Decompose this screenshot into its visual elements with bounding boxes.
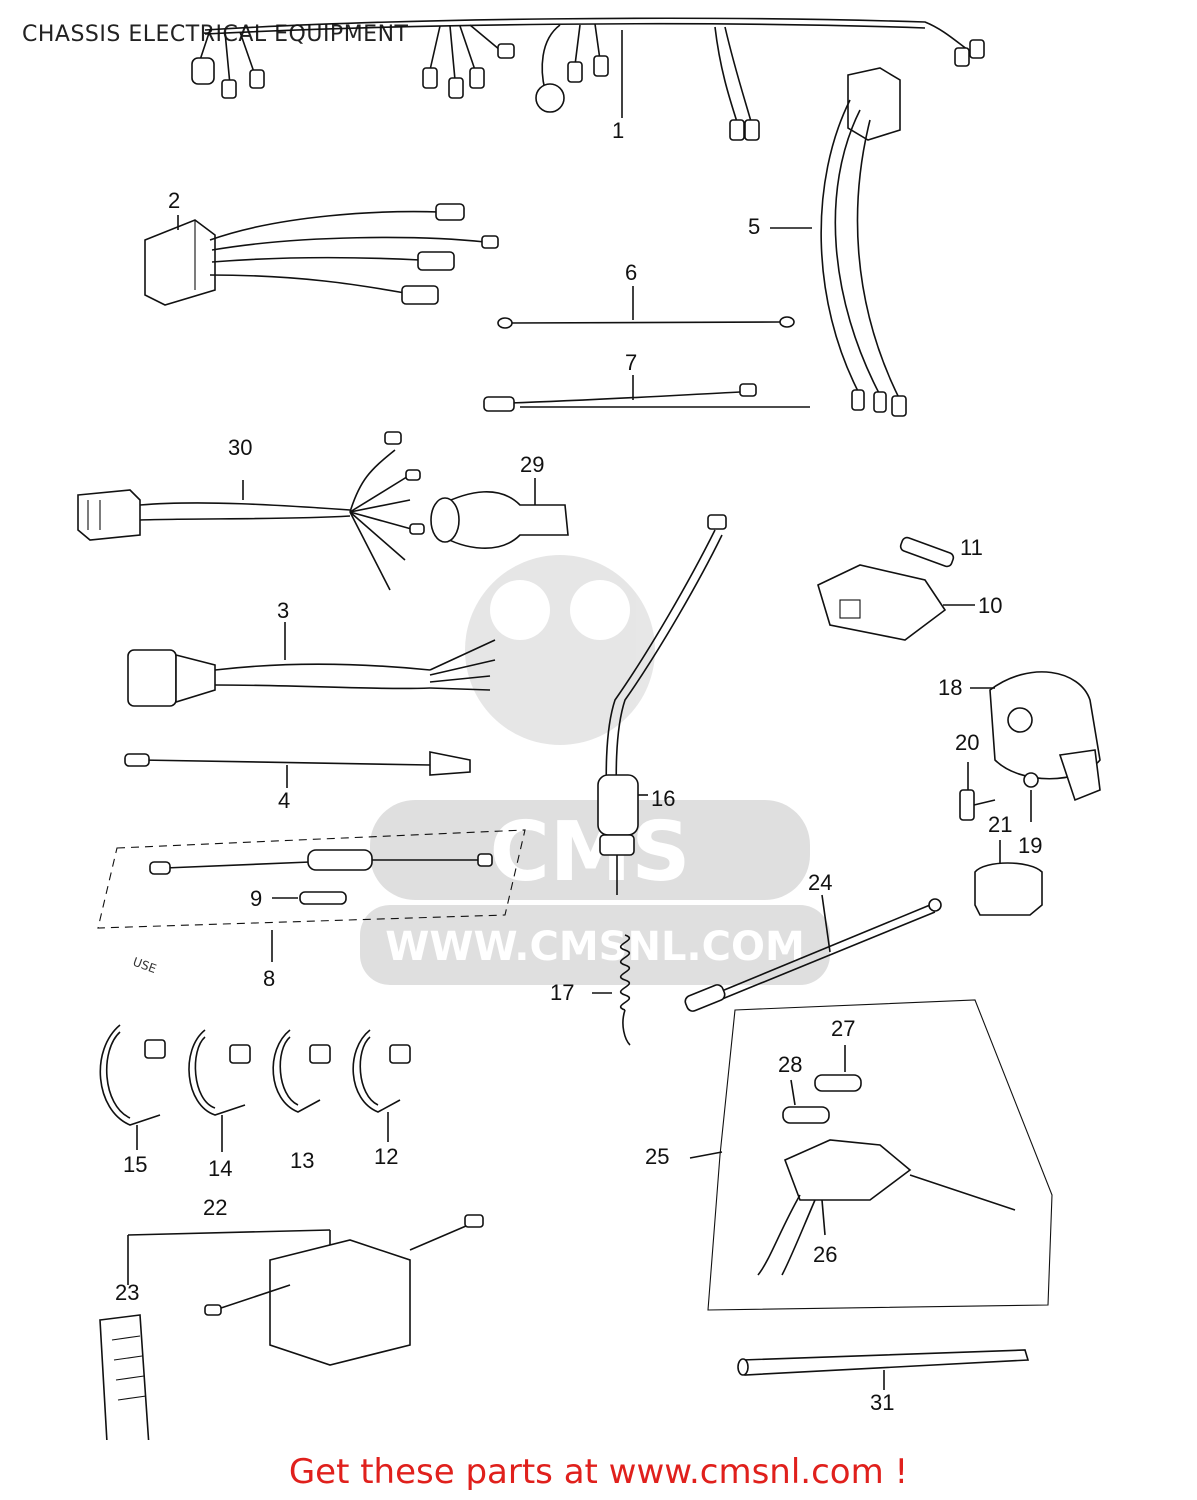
part-7-wire: 7 xyxy=(483,350,810,412)
callout-8: 8 xyxy=(263,966,275,991)
use-note: USE xyxy=(131,955,158,976)
part-22-battery: 22 23 xyxy=(99,1195,484,1440)
callout-21: 21 xyxy=(988,812,1012,837)
callout-27: 27 xyxy=(831,1016,855,1041)
part-17-spring: 17 xyxy=(550,934,631,1046)
part-4-wire: 4 xyxy=(124,751,471,813)
part-30-harness: 30 xyxy=(77,431,425,591)
part-31-tube: 31 xyxy=(737,1349,1030,1415)
callout-1: 1 xyxy=(612,118,624,143)
callout-31: 31 xyxy=(870,1390,894,1415)
callout-23: 23 xyxy=(115,1280,139,1305)
part-10-11-fuse: 11 10 xyxy=(817,535,1002,641)
callout-12: 12 xyxy=(374,1144,398,1169)
callout-3: 3 xyxy=(277,598,289,623)
callout-29: 29 xyxy=(520,452,544,477)
part-5-connector-harness: 5 xyxy=(748,67,907,417)
callout-17: 17 xyxy=(550,980,574,1005)
exploded-parts-diagram: CMS WWW.CMSNL.COM 1 xyxy=(77,17,1101,1440)
callout-2: 2 xyxy=(168,188,180,213)
callout-19: 19 xyxy=(1018,833,1042,858)
callout-22: 22 xyxy=(203,1195,227,1220)
part-25-assembly: 25 27 28 26 xyxy=(645,999,1053,1311)
part-18-horn: 18 20 19 21 xyxy=(938,671,1101,916)
part-3-harness: 3 xyxy=(127,598,496,707)
callout-30: 30 xyxy=(228,435,252,460)
callout-14: 14 xyxy=(208,1156,232,1181)
callout-7: 7 xyxy=(625,350,637,375)
parts-link-footer[interactable]: Get these parts at www.cmsnl.com ! xyxy=(288,1452,909,1492)
callout-10: 10 xyxy=(978,593,1002,618)
part-29-boot: 29 xyxy=(430,452,569,549)
watermark: CMS WWW.CMSNL.COM xyxy=(360,555,830,985)
callout-18: 18 xyxy=(938,675,962,700)
part-2-unit: 2 xyxy=(144,188,499,306)
part-8-fuse-wire: 9 8 USE xyxy=(97,829,526,991)
callout-28: 28 xyxy=(778,1052,802,1077)
callout-26: 26 xyxy=(813,1242,837,1267)
part-24-cable: 24 xyxy=(684,870,942,1012)
callout-6: 6 xyxy=(625,260,637,285)
callout-25: 25 xyxy=(645,1144,669,1169)
callout-9: 9 xyxy=(250,886,262,911)
callout-20: 20 xyxy=(955,730,979,755)
clamps-12-15: 15 14 13 12 xyxy=(99,1024,411,1181)
watermark-logo-text: CMS xyxy=(490,805,691,900)
part-6-wire: 6 xyxy=(497,260,795,329)
callout-24: 24 xyxy=(808,870,832,895)
callout-11: 11 xyxy=(960,535,983,560)
watermark-url-text: WWW.CMSNL.COM xyxy=(385,924,805,970)
callout-5: 5 xyxy=(748,214,760,239)
part-1-main-harness: 1 xyxy=(191,17,985,143)
callout-16: 16 xyxy=(651,786,675,811)
page-title: CHASSIS ELECTRICAL EQUIPMENT xyxy=(22,22,409,47)
callout-13: 13 xyxy=(290,1148,314,1173)
callout-15: 15 xyxy=(123,1152,147,1177)
callout-4: 4 xyxy=(278,788,290,813)
part-16-switch: 16 xyxy=(597,514,727,895)
